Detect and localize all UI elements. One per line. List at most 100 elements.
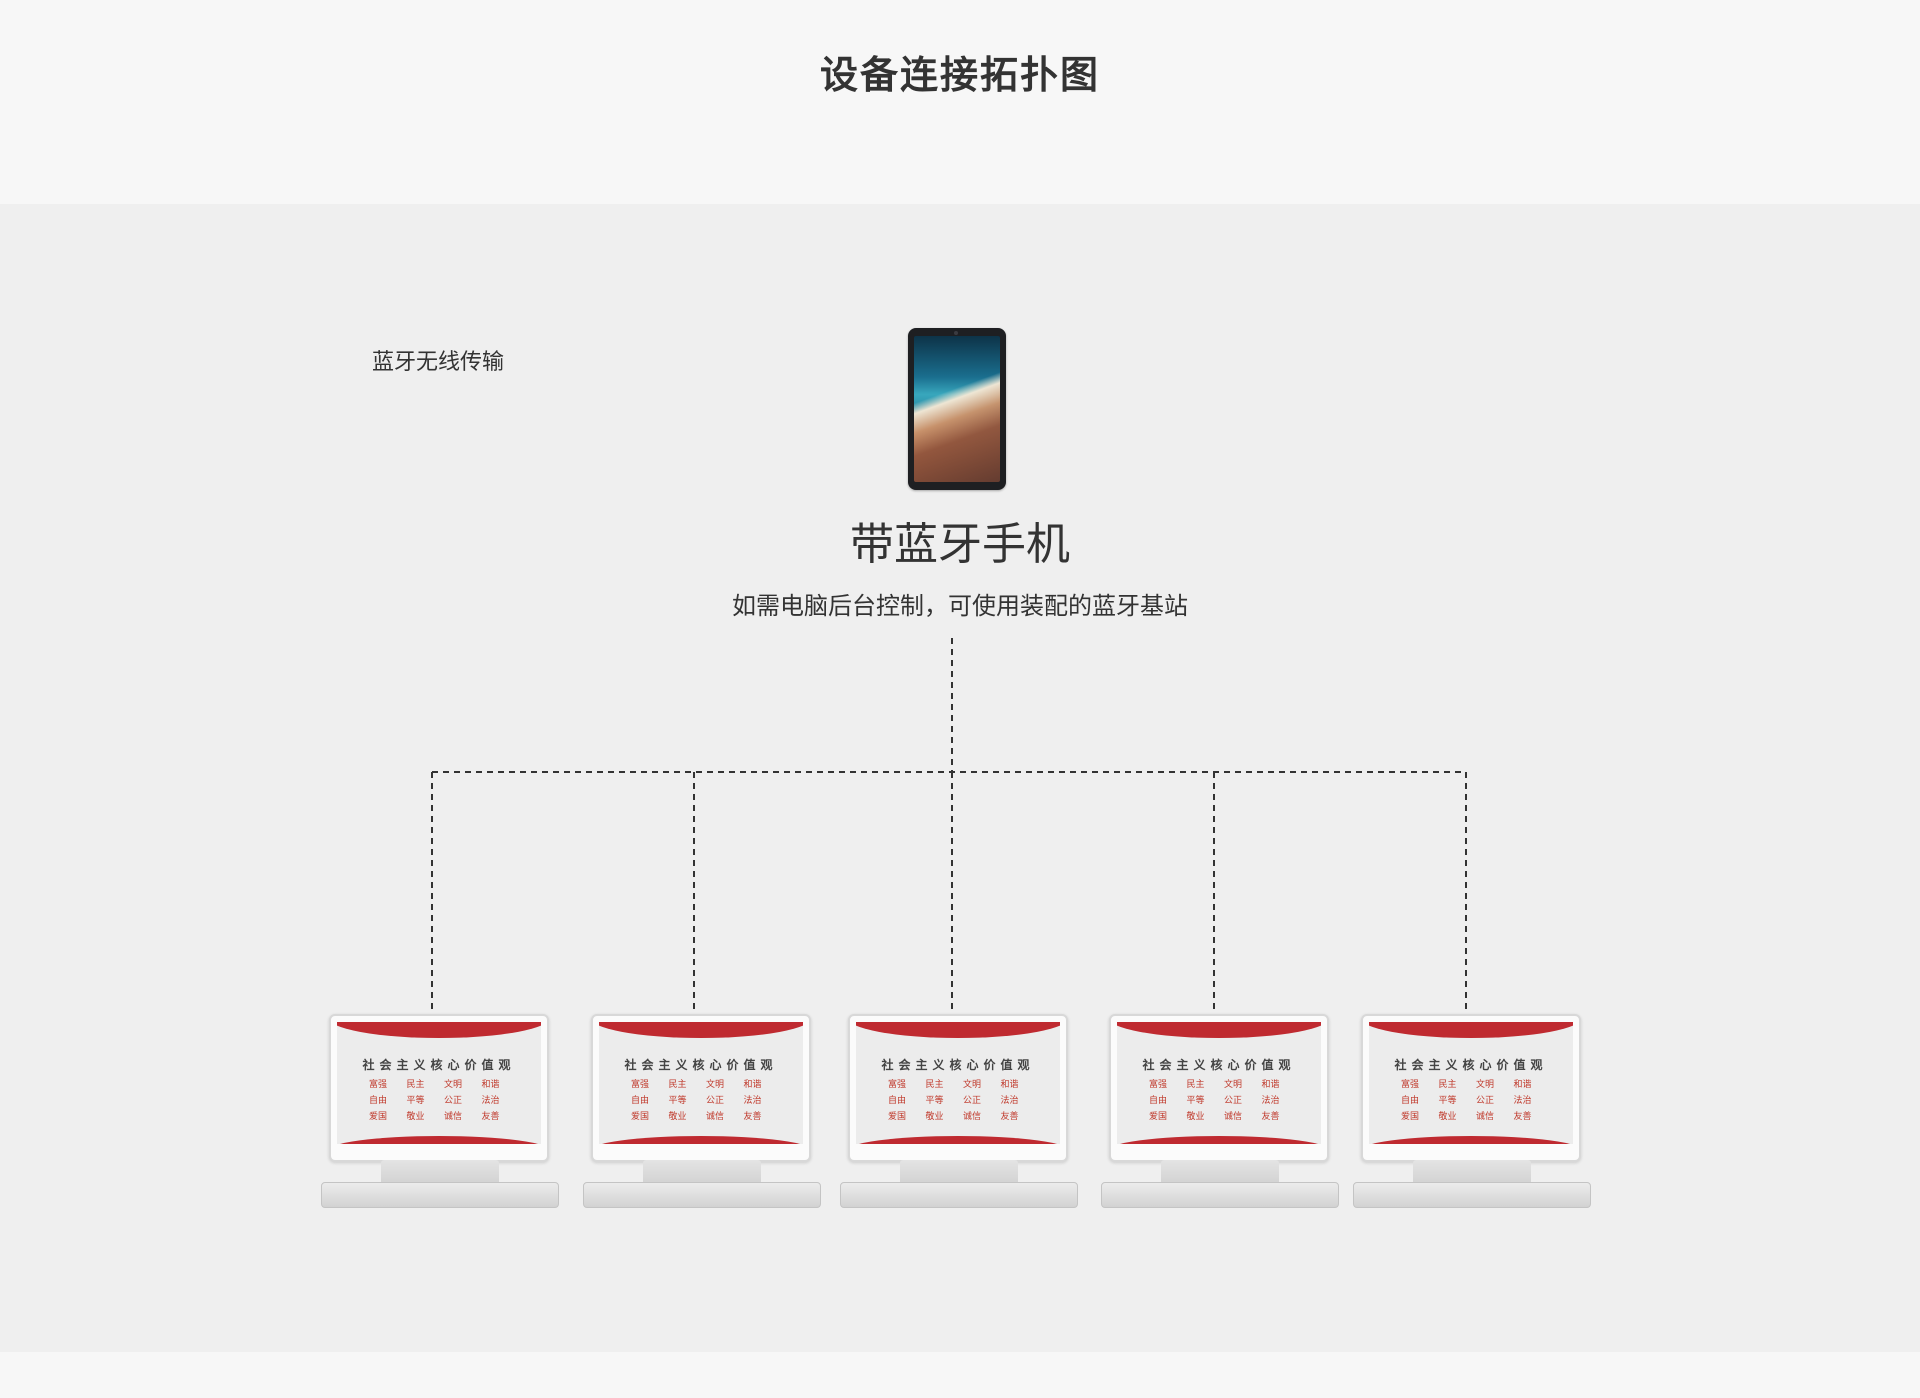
value-word: 友善 [1513,1112,1532,1122]
emblem-icon: ☭ [693,1022,706,1038]
value-word: 民主 [1186,1080,1205,1090]
value-word: 法治 [481,1096,500,1106]
screen-word-grid: 富强 民主 文明 和谐自由 平等 公正 法治爱国 敬业 诚信 友善 [888,1080,1038,1123]
transmission-label: 蓝牙无线传输 [372,350,505,375]
value-word: 和谐 [1261,1080,1280,1090]
value-word: 敬业 [925,1112,944,1122]
screen-word-grid: 富强 民主 文明 和谐自由 平等 公正 法治爱国 敬业 诚信 友善 [369,1080,519,1123]
emblem-icon: ☭ [1211,1022,1224,1038]
display-screen: ☭ 社会主义核心价值观富强 民主 文明 和谐自由 平等 公正 法治爱国 敬业 诚信 友善 [1369,1022,1573,1144]
value-word: 富强 [888,1080,907,1090]
value-word: 和谐 [481,1080,500,1090]
value-word: 公正 [963,1096,982,1106]
screen-heading: 社会主义核心价值观 [1394,1058,1548,1072]
value-word: 民主 [406,1080,425,1090]
value-word: 文明 [1476,1080,1495,1090]
display-base [840,1182,1078,1208]
value-word: 民主 [1438,1080,1457,1090]
value-word: 民主 [925,1080,944,1090]
value-word: 法治 [1513,1096,1532,1106]
value-word: 爱国 [1401,1112,1420,1122]
value-word: 和谐 [1513,1080,1532,1090]
value-word: 诚信 [444,1112,463,1122]
value-word: 平等 [668,1096,687,1106]
value-word: 富强 [631,1080,650,1090]
value-word: 和谐 [743,1080,762,1090]
screen-top-band [599,1022,803,1038]
screen-word-grid: 富强 民主 文明 和谐自由 平等 公正 法治爱国 敬业 诚信 友善 [1401,1080,1551,1123]
value-word: 文明 [1224,1080,1243,1090]
page-title: 设备连接拓扑图 [819,53,1100,97]
hub-subtitle: 如需电脑后台控制，可使用装配的蓝牙基站 [732,592,1188,620]
screen-heading: 社会主义核心价值观 [881,1058,1035,1072]
display-bezel: ☭ 社会主义核心价值观富强 民主 文明 和谐自由 平等 公正 法治爱国 敬业 诚信 友善 [1361,1014,1581,1162]
display-bezel: ☭ 社会主义核心价值观富强 民主 文明 和谐自由 平等 公正 法治爱国 敬业 诚信 友善 [329,1014,549,1162]
value-word: 敬业 [1438,1112,1457,1122]
value-word: 敬业 [406,1112,425,1122]
value-word: 自由 [1401,1096,1420,1106]
display-base [1101,1182,1339,1208]
value-word: 平等 [1438,1096,1457,1106]
value-word: 平等 [406,1096,425,1106]
value-word: 公正 [706,1096,725,1106]
value-word: 诚信 [1476,1112,1495,1122]
screen-bottom-band [337,1136,541,1144]
value-word: 文明 [963,1080,982,1090]
value-word: 爱国 [888,1112,907,1122]
screen-heading: 社会主义核心价值观 [1142,1058,1296,1072]
hub-title: 带蓝牙手机 [850,519,1070,570]
value-word: 爱国 [1149,1112,1168,1122]
value-word: 敬业 [1186,1112,1205,1122]
tablet-screen [914,336,1000,482]
tablet-icon [908,328,1006,490]
screen-bottom-band [599,1136,803,1144]
page-footer [0,1352,1920,1398]
screen-bottom-band [1117,1136,1321,1144]
value-word: 自由 [888,1096,907,1106]
value-word: 自由 [631,1096,650,1106]
value-word: 友善 [1000,1112,1019,1122]
value-word: 和谐 [1000,1080,1019,1090]
value-word: 法治 [743,1096,762,1106]
screen-top-band [856,1022,1060,1038]
screen-bottom-band [1369,1136,1573,1144]
value-word: 爱国 [369,1112,388,1122]
display-screen: ☭ 社会主义核心价值观富强 民主 文明 和谐自由 平等 公正 法治爱国 敬业 诚信 友善 [856,1022,1060,1144]
screen-top-band [1117,1022,1321,1038]
display-base [1353,1182,1591,1208]
emblem-icon: ☭ [950,1022,963,1038]
screen-heading: 社会主义核心价值观 [624,1058,778,1072]
screen-heading: 社会主义核心价值观 [362,1058,516,1072]
display-screen: ☭社会主义核心价值观富强民主文明和谐自由平等公正法治爱国敬业诚信友善 [1117,1022,1321,1144]
emblem-icon: ☭ [431,1022,444,1038]
display-base [321,1182,559,1208]
value-word: 友善 [1261,1112,1280,1122]
emblem-icon: ☭ [1463,1022,1476,1038]
value-word: 法治 [1261,1096,1280,1106]
display-bezel: ☭社会主义核心价值观富强民主文明和谐自由平等公正法治爱国敬业诚信友善 [591,1014,811,1162]
display-bezel: ☭社会主义核心价值观富强民主文明和谐自由平等公正法治爱国敬业诚信友善 [1109,1014,1329,1162]
screen-word-grid: 富强民主文明和谐自由平等公正法治爱国敬业诚信友善 [631,1080,781,1123]
value-word: 富强 [1401,1080,1420,1090]
display-bezel: ☭ 社会主义核心价值观富强 民主 文明 和谐自由 平等 公正 法治爱国 敬业 诚信 友善 [848,1014,1068,1162]
value-word: 民主 [668,1080,687,1090]
value-word: 文明 [444,1080,463,1090]
value-word: 诚信 [706,1112,725,1122]
topology-diagram: 蓝牙无线传输 带蓝牙手机 如需电脑后台控制，可使用装配的蓝牙基站 ☭ 社会主义核心… [0,204,1920,1352]
epaper-display-2: ☭社会主义核心价值观富强民主文明和谐自由平等公正法治爱国敬业诚信友善 [583,1014,823,1214]
display-screen: ☭社会主义核心价值观富强民主文明和谐自由平等公正法治爱国敬业诚信友善 [599,1022,803,1144]
value-word: 诚信 [963,1112,982,1122]
value-word: 友善 [481,1112,500,1122]
value-word: 公正 [444,1096,463,1106]
value-word: 平等 [925,1096,944,1106]
epaper-display-4: ☭社会主义核心价值观富强民主文明和谐自由平等公正法治爱国敬业诚信友善 [1101,1014,1341,1214]
value-word: 公正 [1476,1096,1495,1106]
screen-bottom-band [856,1136,1060,1144]
connector-lines [431,638,1467,1010]
value-word: 法治 [1000,1096,1019,1106]
value-word: 自由 [369,1096,388,1106]
value-word: 公正 [1224,1096,1243,1106]
value-word: 富强 [369,1080,388,1090]
value-word: 平等 [1186,1096,1205,1106]
epaper-display-5: ☭ 社会主义核心价值观富强 民主 文明 和谐自由 平等 公正 法治爱国 敬业 诚信 友善 [1353,1014,1593,1214]
